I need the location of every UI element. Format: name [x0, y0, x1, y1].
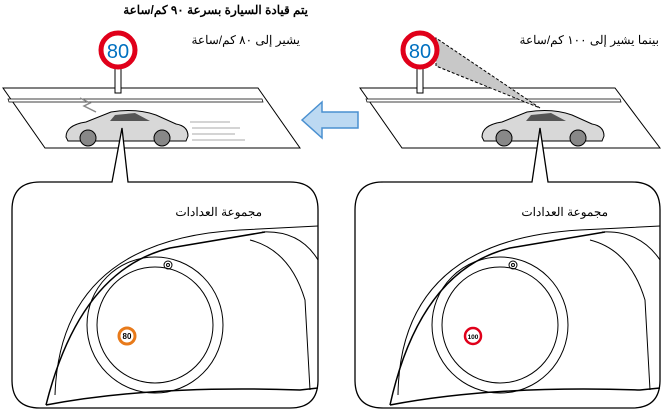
- svg-text:80: 80: [409, 41, 431, 63]
- right-callout-box: 100: [354, 127, 661, 409]
- left-road-scene: 80: [2, 30, 301, 149]
- svg-text:80: 80: [123, 332, 132, 341]
- left-callout-box: 80: [11, 127, 319, 409]
- title: يتم قيادة السيارة بسرعة ٩٠ كم/ساعة: [123, 3, 308, 17]
- svg-text:100: 100: [468, 334, 479, 341]
- left-caption: يشير إلى ٨٠ كم/ساعة: [191, 33, 300, 47]
- meter-cluster-left: [45, 225, 319, 406]
- left-box-label: مجموعة العدادات: [175, 205, 262, 219]
- arrow-left-icon: [300, 100, 359, 140]
- car-left: [65, 110, 189, 147]
- right-caption: بينما يشير إلى ١٠٠ كم/ساعة: [519, 33, 659, 47]
- road-sign-left: 80: [98, 30, 138, 70]
- road-sign-right: 80: [400, 30, 440, 70]
- right-box-label: مجموعة العدادات: [521, 205, 608, 219]
- svg-text:80: 80: [107, 41, 129, 63]
- meter-sign-right: 100: [463, 326, 483, 346]
- sign-misread-icon: [79, 97, 97, 113]
- car-right: [481, 110, 605, 147]
- right-road-scene: 80: [359, 30, 661, 149]
- meter-cluster-right: [389, 225, 661, 406]
- meter-sign-left: 80: [117, 326, 137, 346]
- speed-lines: [190, 121, 245, 141]
